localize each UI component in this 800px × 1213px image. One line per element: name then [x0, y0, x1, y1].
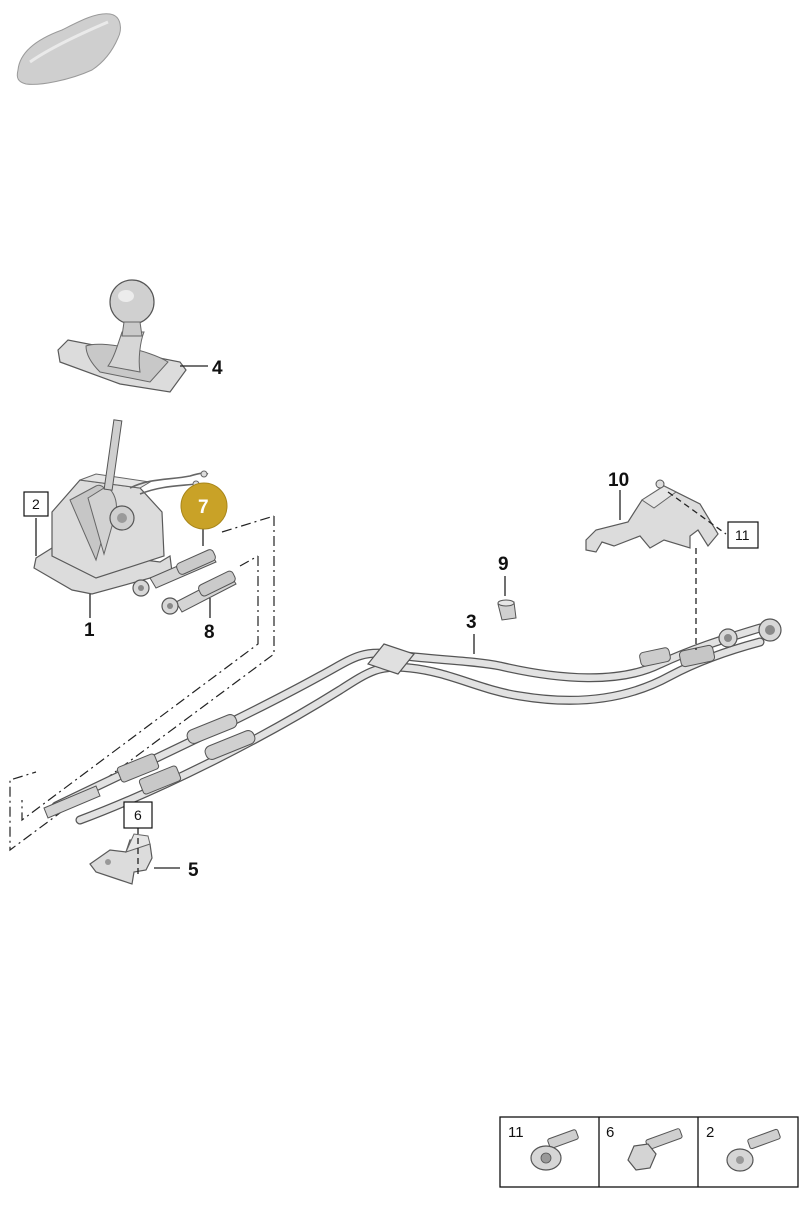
cable-end-rod-lower[interactable] [161, 570, 237, 615]
svg-text:11: 11 [508, 1124, 524, 1141]
svg-text:1: 1 [84, 620, 95, 641]
svg-text:4: 4 [212, 358, 223, 379]
callout-9[interactable]: 9 [498, 554, 509, 575]
gear-knob-boot[interactable] [57, 279, 187, 393]
svg-text:6: 6 [606, 1124, 614, 1141]
assembly-dashed-outline [9, 515, 275, 852]
legend-cell-11[interactable]: 11 [508, 1124, 579, 1171]
legend-cell-6[interactable]: 6 [606, 1124, 683, 1171]
leader-lines [35, 365, 727, 878]
callout-3[interactable]: 3 [466, 612, 477, 633]
boxed-callout-6[interactable]: 6 [123, 801, 153, 829]
boxed-callout-11[interactable]: 11 [727, 521, 759, 549]
callout-10[interactable]: 10 [608, 470, 629, 491]
fastener-legend: 11 6 2 [499, 1116, 799, 1188]
svg-text:10: 10 [608, 470, 629, 491]
cable-end-rod-upper[interactable] [132, 548, 217, 597]
torx-bolt-icon [726, 1128, 781, 1172]
svg-text:5: 5 [188, 860, 199, 881]
callout-1[interactable]: 1 [84, 620, 95, 641]
svg-text:9: 9 [498, 554, 509, 575]
callout-5[interactable]: 5 [188, 860, 199, 881]
highlighted-callout-7[interactable]: 7 [180, 482, 228, 530]
car-silhouette-icon[interactable] [16, 13, 121, 85]
svg-text:11: 11 [735, 527, 750, 543]
legend-cell-2[interactable]: 2 [706, 1124, 781, 1172]
svg-text:6: 6 [134, 807, 142, 823]
cable-bushing[interactable] [497, 599, 517, 621]
cable-mounting-plate[interactable] [89, 833, 153, 885]
svg-text:8: 8 [204, 622, 215, 643]
svg-text:2: 2 [32, 496, 40, 512]
svg-text:7: 7 [198, 497, 209, 518]
boxed-callout-2[interactable]: 2 [23, 491, 49, 517]
shift-housing[interactable] [33, 419, 209, 595]
flange-bolt-icon [530, 1129, 579, 1171]
hex-bolt-icon [627, 1128, 683, 1171]
shift-cable-assembly[interactable] [43, 618, 782, 825]
svg-text:3: 3 [466, 612, 477, 633]
svg-text:2: 2 [706, 1124, 714, 1141]
cable-bracket[interactable] [585, 479, 719, 553]
callout-4[interactable]: 4 [212, 358, 223, 379]
callout-8[interactable]: 8 [204, 622, 215, 643]
